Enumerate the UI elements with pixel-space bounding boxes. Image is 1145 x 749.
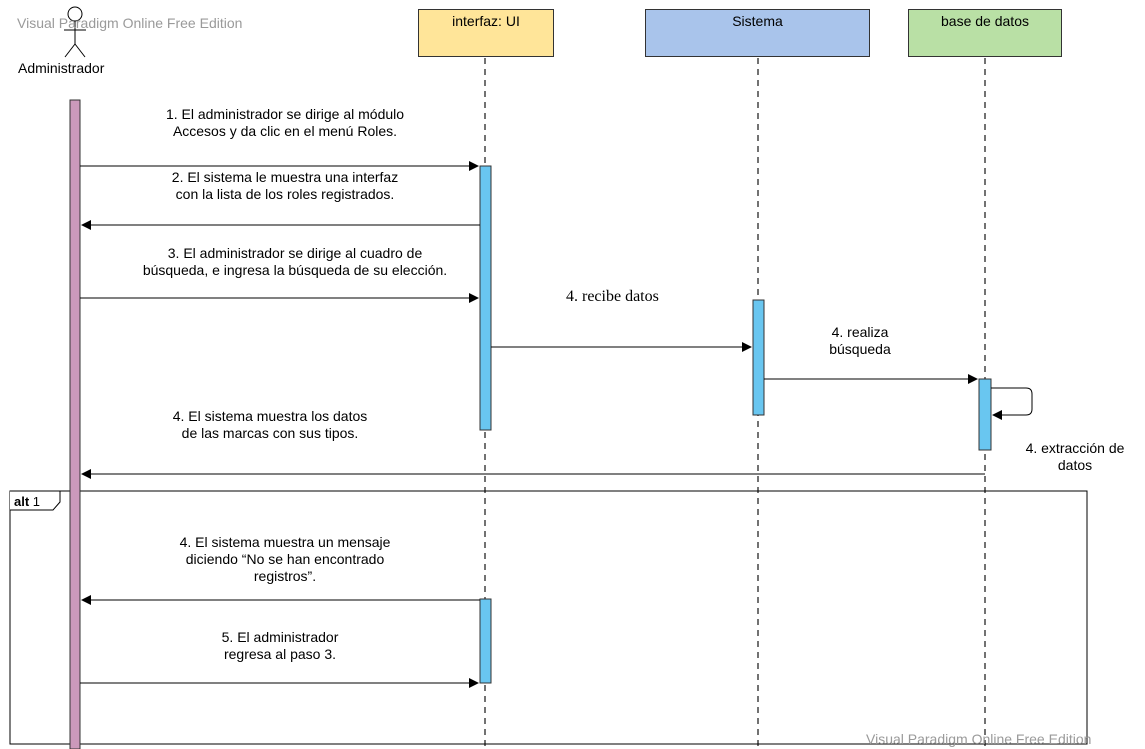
message-label-4: 4. recibe datos — [566, 288, 659, 305]
lifeline-label-db: base de datos — [941, 13, 1029, 29]
sistema-activation — [752, 299, 765, 416]
db-activation — [978, 378, 992, 451]
message-label-3-line1: 3. El administrador se dirige al cuadro … — [167, 245, 423, 261]
message-label-5: 4. realiza búsqueda — [790, 324, 930, 358]
message-label-self: 4. extracción de datos — [1005, 440, 1145, 474]
alt-fragment-guard: 1 — [32, 494, 41, 509]
lifeline-label-sistema: Sistema — [732, 13, 783, 29]
message-label-2: 2. El sistema le muestra una interfaz co… — [100, 169, 470, 203]
message-label-2-line1: 2. El sistema le muestra una interfaz — [171, 169, 399, 185]
alt-fragment-tab — [10, 490, 61, 511]
message-label-9-line1: 5. El administrador — [221, 629, 339, 645]
lifeline-header-sistema: Sistema — [645, 9, 870, 57]
message-label-5-line2: búsqueda — [829, 341, 891, 357]
message-label-5-line1: 4. realiza — [831, 324, 889, 340]
ui-activation-2 — [479, 598, 492, 684]
actor-figure-icon — [64, 6, 86, 58]
message-label-8-line3: registros”. — [253, 568, 317, 584]
lifeline-header-ui: interfaz: UI — [418, 9, 554, 57]
message-label-8-line1: 4. El sistema muestra un mensaje — [179, 534, 391, 550]
watermark-bottom: Visual Paradigm Online Free Edition — [866, 731, 1092, 747]
message-label-7-line2: de las marcas con sus tipos. — [181, 425, 359, 441]
alt-fragment-keyword: alt — [14, 494, 30, 509]
lifeline-header-db: base de datos — [908, 9, 1062, 57]
message-arrow-self — [991, 387, 1033, 420]
message-label-self-line1: 4. extracción de — [1025, 440, 1125, 456]
actor-activation-bar — [69, 99, 81, 749]
watermark-top: Visual Paradigm Online Free Edition — [17, 15, 243, 31]
alt-fragment-label: alt 1 — [14, 493, 40, 510]
message-label-self-line2: datos — [1057, 457, 1093, 473]
message-label-3: 3. El administrador se dirige al cuadro … — [100, 245, 490, 279]
message-label-2-line2: con la lista de los roles registrados. — [175, 186, 395, 202]
message-label-9: 5. El administrador regresa al paso 3. — [160, 629, 400, 663]
message-label-9-line2: regresa al paso 3. — [223, 646, 337, 662]
alt-fragment-frame — [9, 490, 1088, 745]
actor-label: Administrador — [18, 60, 105, 76]
message-label-1: 1. El administrador se dirige al módulo … — [100, 106, 470, 140]
message-label-7: 4. El sistema muestra los datos de las m… — [120, 408, 420, 442]
message-label-1-line1: 1. El administrador se dirige al módulo — [165, 106, 405, 122]
message-label-7-line1: 4. El sistema muestra los datos — [172, 408, 368, 424]
message-label-8-line2: diciendo “No se han encontrado — [185, 551, 385, 567]
message-label-8: 4. El sistema muestra un mensaje diciend… — [130, 534, 440, 585]
message-label-1-line2: Accesos y da clic en el menú Roles. — [172, 123, 398, 139]
message-label-3-line2: búsqueda, e ingresa la búsqueda de su el… — [142, 262, 448, 278]
lifeline-label-ui: interfaz: UI — [452, 13, 520, 29]
ui-activation-1 — [479, 165, 492, 431]
